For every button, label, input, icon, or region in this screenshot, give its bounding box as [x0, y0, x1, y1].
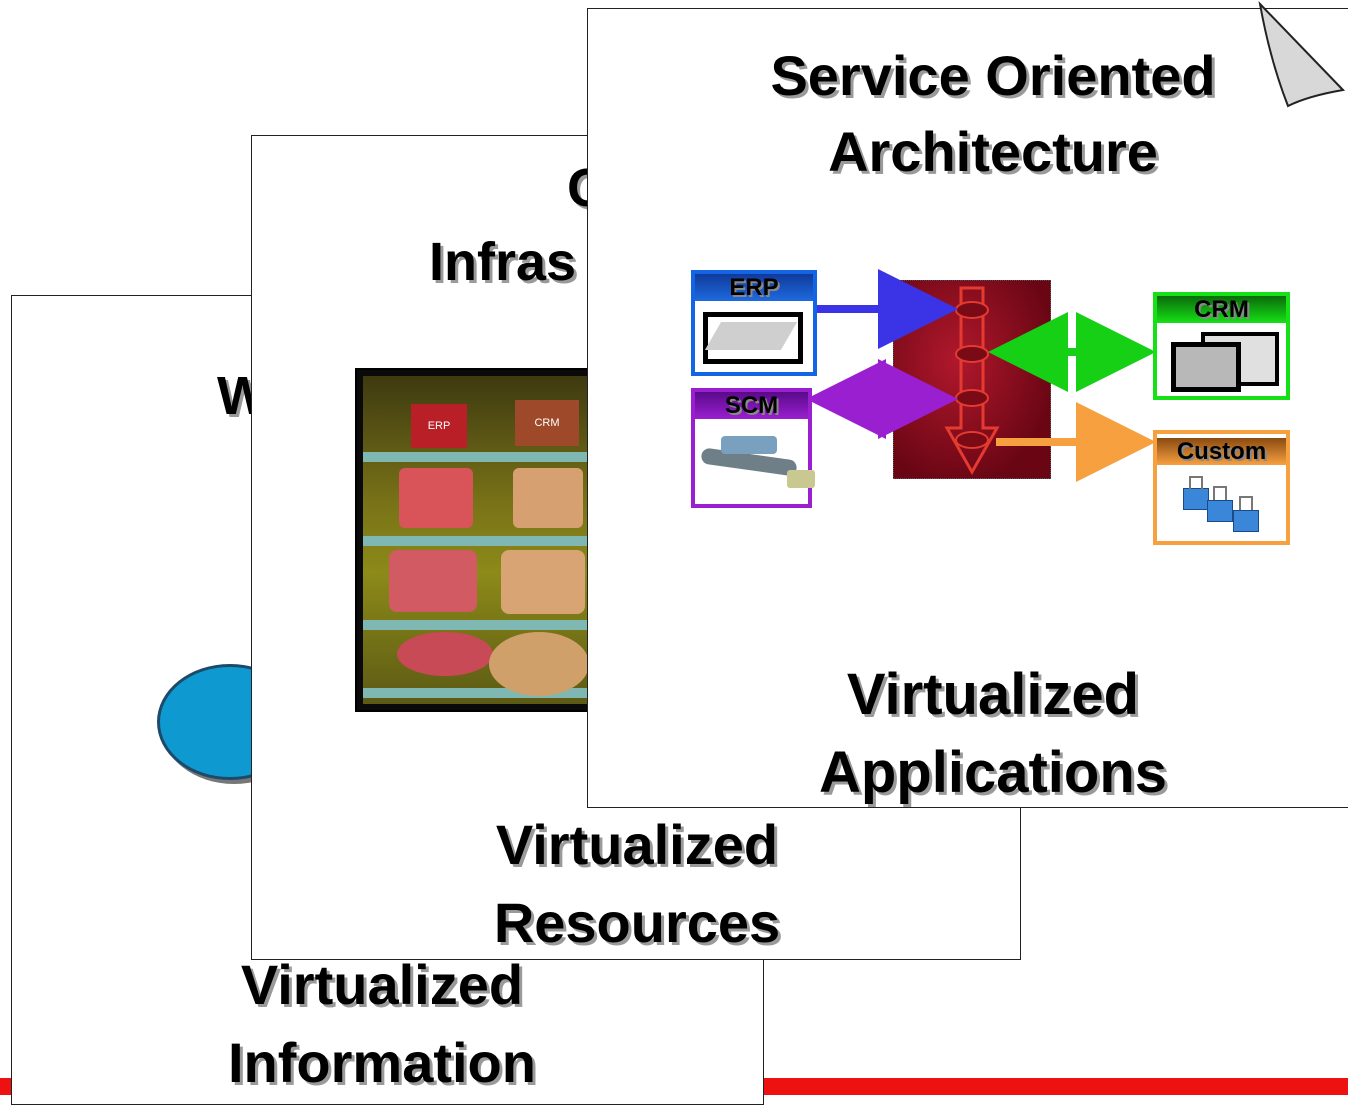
shelf-tan-tapes	[489, 632, 589, 696]
custom-label: Custom	[1157, 438, 1286, 465]
network-blocks-icon	[1183, 488, 1209, 510]
shelf-erp-box: ERP	[411, 404, 467, 448]
crm-label: CRM	[1157, 296, 1286, 323]
scm-label: SCM	[695, 392, 808, 419]
soa-caption-line-2: Applications	[818, 740, 1168, 805]
resources-title-line-2: Infras	[429, 232, 577, 292]
soa-title-line-1: Service Oriented	[770, 44, 1216, 107]
resources-caption-line-2: Resources	[493, 891, 781, 954]
crm-box: CRM	[1153, 292, 1290, 400]
shelf-red-servers	[399, 468, 473, 528]
scm-box: SCM	[691, 388, 815, 508]
erp-box: ERP	[691, 270, 817, 376]
soa-title-line-2: Architecture	[828, 120, 1158, 183]
storage-shelf-image: ERP CRM	[355, 368, 599, 712]
page-curl-icon	[1258, 0, 1346, 108]
shelf-tan-disks	[501, 550, 585, 614]
custom-box: Custom	[1153, 430, 1290, 545]
shelf-red-disks	[389, 550, 477, 612]
soa-caption-line-1: Virtualized	[846, 662, 1140, 727]
shelf-red-tapes	[397, 632, 493, 676]
shelf-crm-box: CRM	[515, 400, 579, 446]
erp-label: ERP	[695, 274, 813, 301]
shelf-tan-servers	[513, 468, 583, 528]
resources-caption-line-1: Virtualized	[495, 813, 779, 876]
information-caption-line-2: Information	[228, 1031, 536, 1094]
information-caption-line-1: Virtualized	[240, 953, 524, 1016]
